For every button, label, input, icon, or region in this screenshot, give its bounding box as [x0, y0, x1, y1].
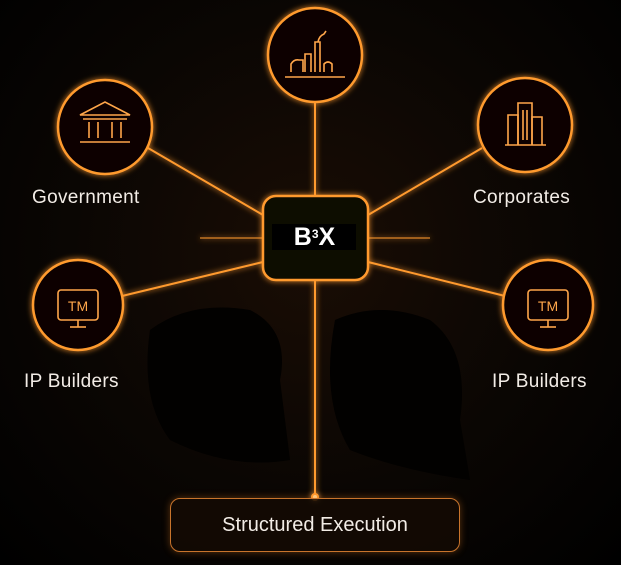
node-circle-ip-right [501, 258, 595, 352]
trademark-monitor-icon: TM [57, 289, 99, 328]
structured-execution-label: Structured Execution [222, 513, 408, 536]
silhouette-left [147, 307, 290, 463]
label-ip-builders-right: IP Builders [492, 371, 587, 392]
logo-superscript: 3 [311, 227, 319, 241]
line-government [147, 147, 264, 216]
trademark-monitor-icon: TM [527, 289, 569, 328]
line-corporates [367, 147, 483, 216]
label-corporates: Corporates [473, 187, 570, 208]
line-ip-right [367, 261, 506, 297]
label-government: Government [32, 187, 140, 208]
structured-execution-box: Structured Execution [170, 498, 460, 552]
node-circle-ip-left [31, 258, 125, 352]
logo-letter: X [318, 222, 336, 251]
silhouette-right [330, 310, 470, 480]
svg-text:TM: TM [68, 298, 88, 314]
label-ip-builders-left: IP Builders [24, 371, 119, 392]
node-circle-government [56, 78, 154, 176]
corporate-buildings-icon [505, 102, 546, 146]
line-ip-left [121, 261, 264, 297]
government-building-icon [79, 101, 131, 143]
svg-text:TM: TM [538, 298, 558, 314]
growth-chart-icon [285, 30, 345, 78]
node-circle-corporates [476, 76, 574, 174]
logo-letter: B [293, 222, 312, 251]
